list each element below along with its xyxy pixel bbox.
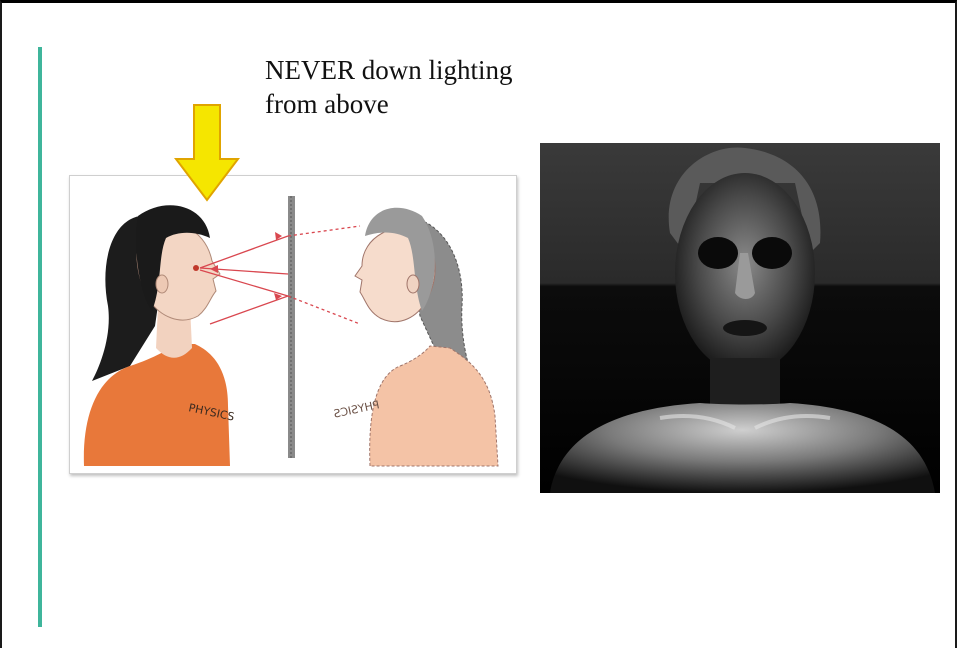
down-arrow-icon <box>174 103 240 203</box>
right-woman-ear <box>407 275 419 293</box>
mirror-diagram-svg: PHYSICS PHYSICS <box>70 176 516 473</box>
left-woman-eye <box>193 265 199 271</box>
left-woman-ear <box>156 275 168 293</box>
caption-line-2: from above <box>265 87 513 121</box>
light-rays <box>200 226 360 324</box>
caption-line-1: NEVER down lighting <box>265 53 513 87</box>
portrait-right-eye <box>752 237 792 269</box>
portrait-mouth <box>723 320 767 336</box>
portrait-photo <box>540 143 940 493</box>
mirror-diagram: PHYSICS PHYSICS <box>69 175 517 474</box>
slide-caption: NEVER down lighting from above <box>265 53 513 121</box>
right-woman-shirt <box>370 346 498 466</box>
accent-bar <box>38 47 42 627</box>
portrait-left-eye <box>698 237 738 269</box>
